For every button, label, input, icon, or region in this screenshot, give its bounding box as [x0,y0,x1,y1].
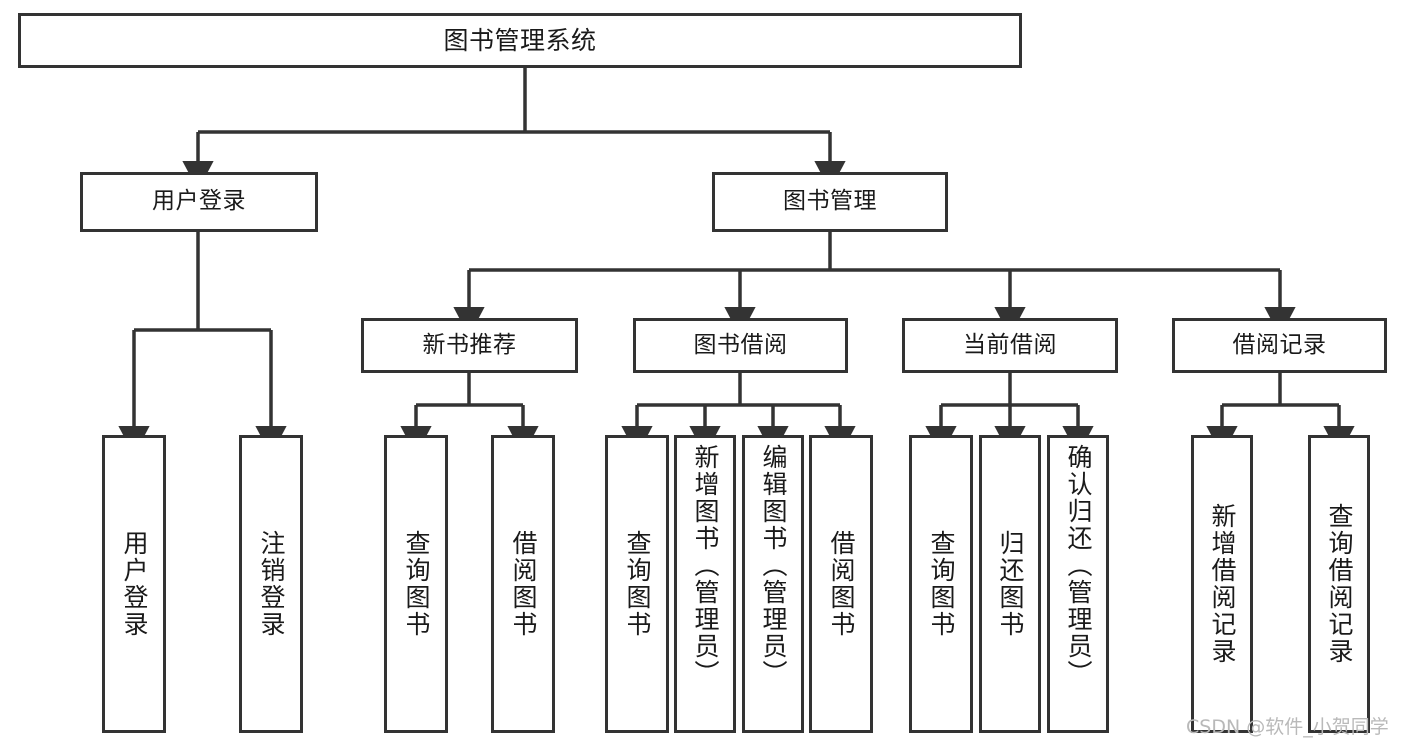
node-root-system-label: 图书管理系统 [443,25,597,55]
node-new-book-recommend-label: 新书推荐 [422,331,517,358]
node-borrow-record[interactable]: 借阅记录 [1172,318,1387,373]
node-root-system[interactable]: 图书管理系统 [18,13,1022,68]
node-current-borrow-label: 当前借阅 [963,331,1057,358]
node-leaf-query-record-label: 查询借阅记录 [1325,503,1354,665]
node-book-manage[interactable]: 图书管理 [712,172,948,232]
node-leaf-confirm-return[interactable]: 确认归还（管理员） [1047,435,1109,733]
node-leaf-edit-book[interactable]: 编辑图书（管理员） [742,435,804,733]
node-borrow-record-label: 借阅记录 [1232,331,1327,358]
node-leaf-logout-label: 注销登录 [257,530,286,638]
node-new-book-recommend[interactable]: 新书推荐 [361,318,578,373]
node-leaf-logout[interactable]: 注销登录 [239,435,303,733]
node-leaf-query-record[interactable]: 查询借阅记录 [1308,435,1370,733]
node-user-login[interactable]: 用户登录 [80,172,318,232]
node-leaf-query-book-1[interactable]: 查询图书 [384,435,448,733]
node-leaf-add-record[interactable]: 新增借阅记录 [1191,435,1253,733]
node-leaf-query-book-3-label: 查询图书 [927,530,956,638]
node-current-borrow[interactable]: 当前借阅 [902,318,1118,373]
node-leaf-edit-book-label: 编辑图书（管理员） [759,444,788,687]
node-leaf-query-book-3[interactable]: 查询图书 [909,435,973,733]
node-leaf-query-book-1-label: 查询图书 [402,530,431,638]
node-leaf-add-book[interactable]: 新增图书（管理员） [674,435,736,733]
node-leaf-user-login-label: 用户登录 [120,530,149,638]
node-leaf-add-record-label: 新增借阅记录 [1208,503,1237,665]
node-leaf-return-book[interactable]: 归还图书 [979,435,1041,733]
node-book-borrow-label: 图书借阅 [693,331,788,358]
node-leaf-query-book-2[interactable]: 查询图书 [605,435,669,733]
node-book-borrow[interactable]: 图书借阅 [633,318,848,373]
node-leaf-borrow-book-1[interactable]: 借阅图书 [491,435,555,733]
node-leaf-borrow-book-1-label: 借阅图书 [509,530,538,638]
csdn-watermark: CSDN @软件_小贺同学 [1186,716,1389,738]
node-leaf-return-book-label: 归还图书 [996,530,1025,638]
node-leaf-borrow-book-2[interactable]: 借阅图书 [809,435,873,733]
node-book-manage-label: 图书管理 [783,188,877,215]
node-leaf-query-book-2-label: 查询图书 [623,530,652,638]
node-leaf-confirm-return-label: 确认归还（管理员） [1064,444,1093,687]
node-leaf-add-book-label: 新增图书（管理员） [691,444,720,687]
node-user-login-label: 用户登录 [152,188,246,215]
node-leaf-user-login[interactable]: 用户登录 [102,435,166,733]
node-leaf-borrow-book-2-label: 借阅图书 [827,530,856,638]
